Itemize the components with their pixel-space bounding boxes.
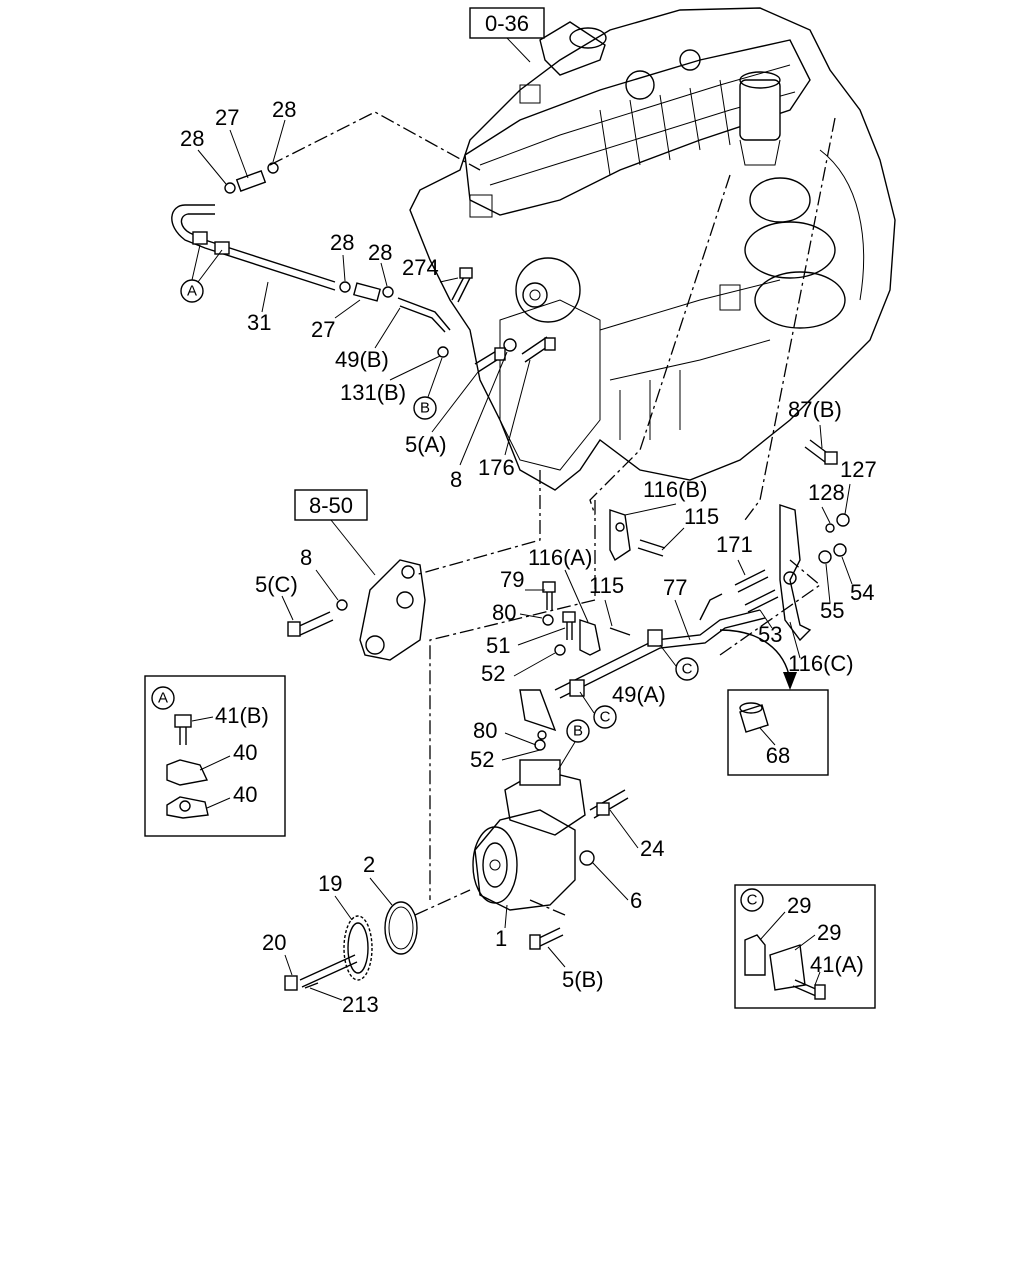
dashed-guides bbox=[269, 111, 836, 916]
ref-bracket-label: 8-50 bbox=[309, 493, 353, 518]
inset-c-part-29b: 29 bbox=[817, 920, 841, 945]
inset-c: C 29 29 41(A) bbox=[734, 884, 876, 1009]
label-6: 6 bbox=[630, 888, 642, 913]
inset-a-part-40b: 40 bbox=[233, 782, 257, 807]
label-80a: 80 bbox=[492, 600, 516, 625]
pipe-31 bbox=[171, 162, 556, 373]
label-49a: 49(A) bbox=[612, 682, 666, 707]
label-116a: 116(A) bbox=[528, 545, 592, 570]
label-8b: 8 bbox=[300, 545, 312, 570]
inset-c-letter: C bbox=[747, 892, 758, 909]
label-27a: 27 bbox=[215, 105, 239, 130]
label-116b: 116(B) bbox=[643, 477, 707, 502]
label-55: 55 bbox=[820, 598, 844, 623]
label-5a: 5(A) bbox=[405, 432, 447, 457]
label-31: 31 bbox=[247, 310, 271, 335]
label-87b: 87(B) bbox=[788, 397, 842, 422]
label-128: 128 bbox=[808, 480, 845, 505]
label-115b: 115 bbox=[589, 573, 624, 598]
label-1: 1 bbox=[495, 926, 507, 951]
label-28a: 28 bbox=[272, 97, 296, 122]
inset-68: 68 bbox=[727, 689, 829, 776]
callout-c-upper: C bbox=[659, 644, 699, 681]
label-28b: 28 bbox=[180, 126, 204, 151]
svg-text:B: B bbox=[573, 723, 583, 740]
label-115a: 115 bbox=[684, 504, 719, 529]
inset-68-label: 68 bbox=[766, 743, 790, 768]
label-2: 2 bbox=[363, 852, 375, 877]
label-127: 127 bbox=[840, 457, 877, 482]
label-leaders bbox=[197, 119, 853, 1001]
inset-a: A 41(B) 40 40 bbox=[144, 675, 286, 837]
inset-c-part-29a: 29 bbox=[787, 893, 811, 918]
callout-c-lower: C bbox=[579, 691, 617, 729]
label-27b: 27 bbox=[311, 317, 335, 342]
callout-b-lower: B bbox=[557, 719, 590, 771]
part-labels: 27 28 28 28 28 274 31 27 49(B) 131(B) 5(… bbox=[180, 97, 877, 1017]
label-8a: 8 bbox=[450, 467, 462, 492]
label-116c: 116(C) bbox=[788, 651, 854, 676]
inset-a-part-40a: 40 bbox=[233, 740, 257, 765]
label-28c: 28 bbox=[330, 230, 354, 255]
label-274: 274 bbox=[402, 255, 439, 280]
pipe-49a bbox=[519, 439, 850, 732]
compressor-assembly bbox=[284, 730, 629, 991]
inset-a-part-41b: 41(B) bbox=[215, 703, 269, 728]
svg-text:A: A bbox=[187, 283, 197, 300]
label-5b: 5(B) bbox=[562, 967, 604, 992]
label-131b: 131(B) bbox=[340, 380, 406, 405]
label-54: 54 bbox=[850, 580, 874, 605]
svg-text:B: B bbox=[420, 400, 430, 417]
label-19: 19 bbox=[318, 871, 342, 896]
inset-a-letter: A bbox=[158, 690, 168, 707]
label-171: 171 bbox=[716, 532, 753, 557]
label-176: 176 bbox=[478, 455, 515, 480]
label-28d: 28 bbox=[368, 240, 392, 265]
label-24: 24 bbox=[640, 836, 664, 861]
label-80b: 80 bbox=[473, 718, 497, 743]
label-5c: 5(C) bbox=[255, 572, 298, 597]
bracket-assembly bbox=[287, 559, 426, 661]
label-52a: 52 bbox=[481, 661, 505, 686]
ref-top-label: 0-36 bbox=[485, 11, 529, 36]
ref-box-top[interactable]: 0-36 bbox=[469, 7, 545, 39]
label-213: 213 bbox=[342, 992, 379, 1017]
inset-c-part-41a: 41(A) bbox=[810, 952, 864, 977]
callout-b-upper: B bbox=[413, 357, 443, 420]
label-20: 20 bbox=[262, 930, 286, 955]
ref-box-bracket[interactable]: 8-50 bbox=[294, 489, 368, 521]
label-77: 77 bbox=[663, 575, 687, 600]
callout-a: A bbox=[180, 244, 223, 303]
label-52b: 52 bbox=[470, 747, 494, 772]
label-49b: 49(B) bbox=[335, 347, 389, 372]
label-79: 79 bbox=[500, 567, 524, 592]
label-51: 51 bbox=[486, 633, 510, 658]
svg-text:C: C bbox=[600, 709, 611, 726]
svg-text:C: C bbox=[682, 661, 693, 678]
engine-assembly bbox=[409, 7, 896, 491]
